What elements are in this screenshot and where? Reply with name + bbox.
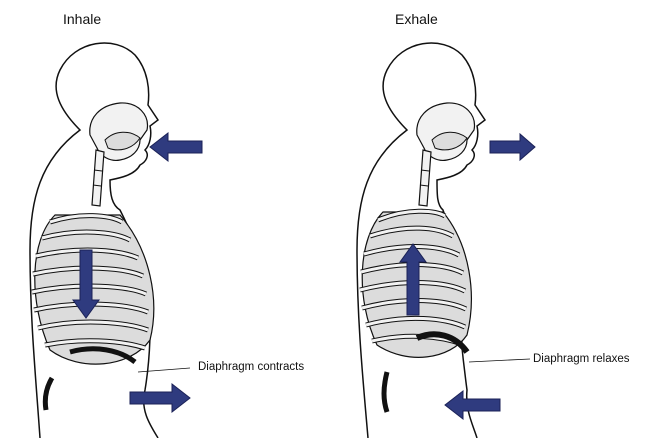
exhale-illustration: [325, 0, 650, 438]
belly-out-arrow: [130, 384, 190, 412]
airflow-out-arrow: [490, 134, 535, 160]
rib-cage: [32, 215, 154, 364]
belly-in-arrow: [445, 391, 500, 419]
trachea: [419, 150, 431, 206]
inhale-panel: Inhale: [0, 0, 325, 438]
spine: [45, 378, 52, 410]
diaphragm-contracts-label: Diaphragm contracts: [198, 361, 304, 373]
trachea: [92, 150, 104, 206]
airflow-in-arrow: [150, 133, 202, 161]
spine: [384, 372, 387, 412]
diaphragm-relaxes-label: Diaphragm relaxes: [533, 353, 630, 365]
exhale-panel: Exhale: [325, 0, 650, 438]
